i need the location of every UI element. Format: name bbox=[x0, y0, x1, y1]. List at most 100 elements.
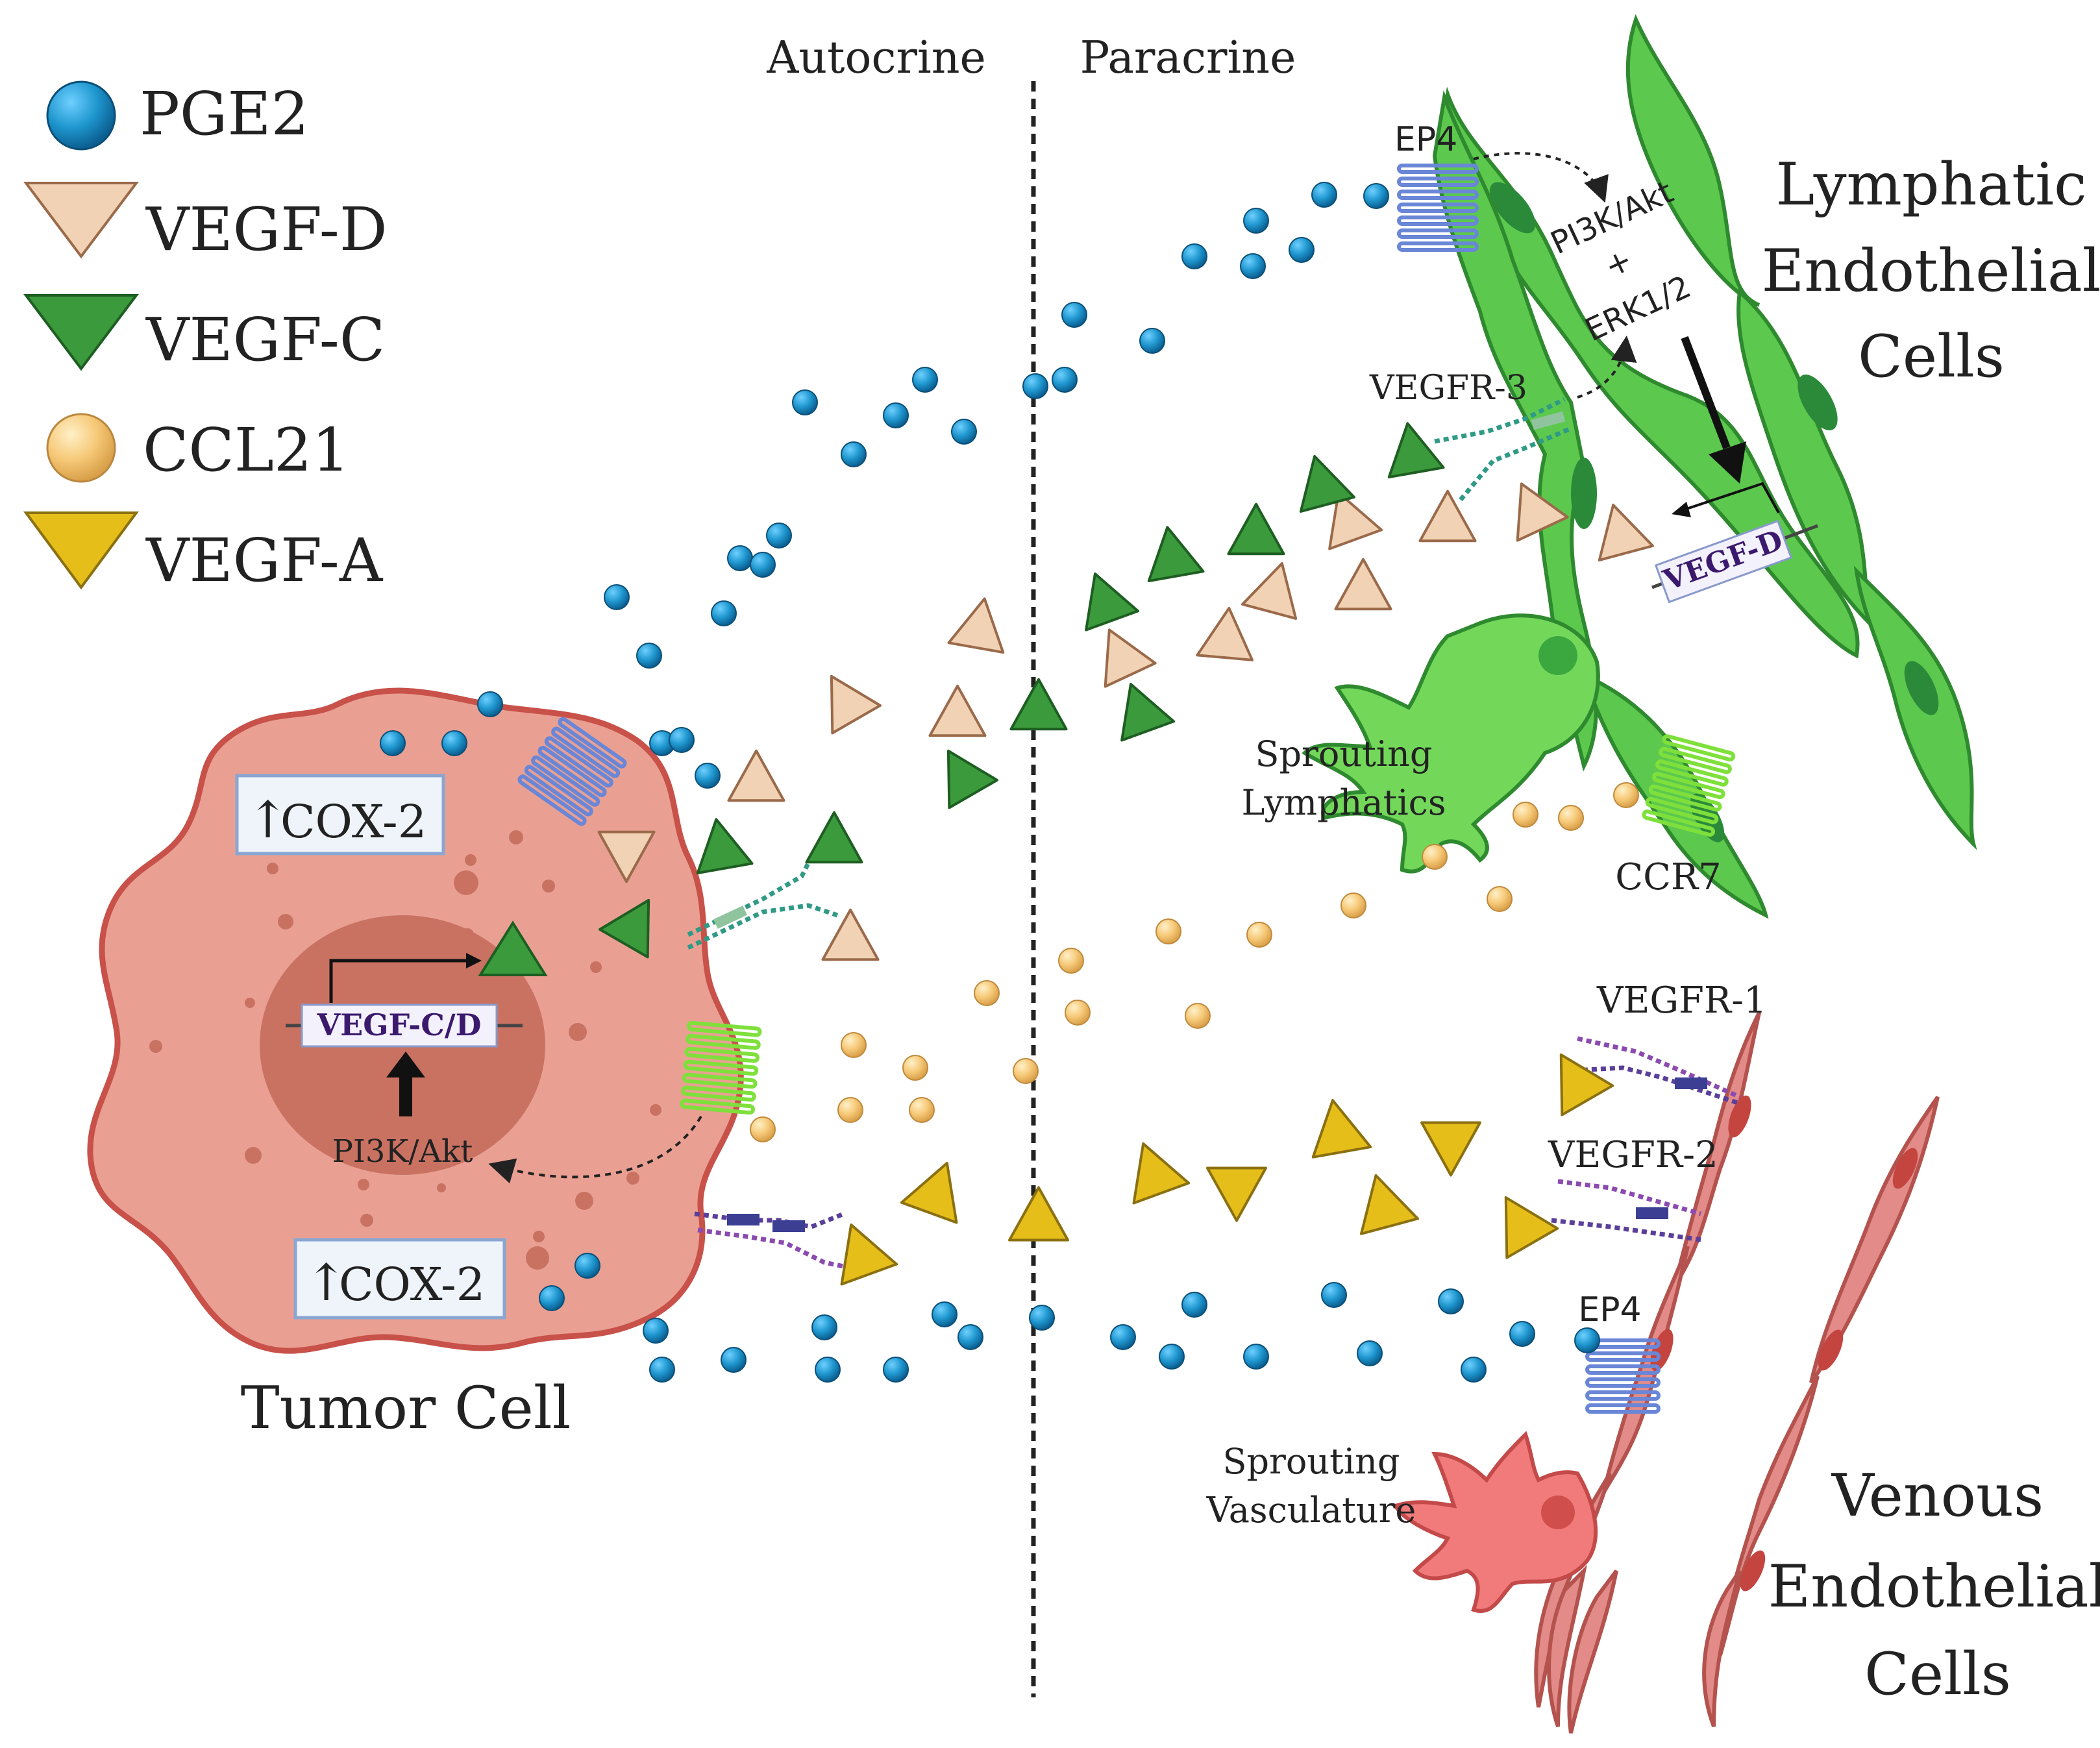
lymphatic-vegfr3-label: VEGFR-3 bbox=[1369, 369, 1527, 408]
ccl21-molecule bbox=[1185, 1003, 1211, 1029]
venous-ep4-label: EP4 bbox=[1578, 1290, 1641, 1329]
venous-ep4-receptor bbox=[1585, 1338, 1661, 1414]
lymphatic-ccr7-receptor bbox=[1642, 734, 1736, 837]
vegfd-triangle-icon bbox=[23, 182, 140, 259]
tumor-vegfr3-receptor bbox=[687, 856, 839, 950]
vegfa-molecule bbox=[1360, 1174, 1419, 1235]
legend-item-vegfa: VEGF-A bbox=[23, 511, 384, 595]
sprouting-lymphatics-line2: Lymphatics bbox=[1241, 782, 1446, 823]
vegfc-molecule bbox=[1009, 678, 1068, 731]
venous-title-line2: Endothelial bbox=[1768, 1553, 2100, 1621]
vegfa-molecule bbox=[1206, 1166, 1267, 1222]
lymphatic-ep4-label: EP4 bbox=[1394, 120, 1457, 159]
cox2-label-top: COX-2 bbox=[280, 795, 426, 848]
ccl21-molecule bbox=[909, 1097, 935, 1123]
lymphatic-title-line2: Endothelial bbox=[1762, 237, 2100, 305]
tumor-cell-label: Tumor Cell bbox=[241, 1374, 571, 1442]
legend: PGE2 VEGF-D VEGF-C CCL21 VEGF-A bbox=[23, 79, 388, 595]
lymphatic-cell-2 bbox=[1625, 14, 1760, 307]
venous-vegfr1-receptor bbox=[1564, 1036, 1741, 1106]
lymphatic-cell-4 bbox=[1853, 565, 1977, 850]
pge2-molecule bbox=[721, 1347, 747, 1373]
lymphatic-ep4-receptor bbox=[1397, 164, 1479, 252]
vegfd-molecule bbox=[1196, 606, 1254, 661]
lymphatic-title-line1: Lymphatic bbox=[1776, 151, 2087, 219]
pge2-molecule bbox=[441, 730, 467, 756]
autocrine-label: Autocrine bbox=[766, 32, 986, 84]
venous-title-line1: Venous bbox=[1831, 1462, 2044, 1530]
pge2-molecule bbox=[1052, 367, 1078, 393]
vegfd-molecule bbox=[1516, 482, 1569, 542]
tumor-upregulation-arrow bbox=[386, 1052, 425, 1116]
legend-item-pge2: PGE2 bbox=[46, 79, 309, 151]
vegfd-molecule bbox=[1334, 558, 1392, 611]
ccl21-molecule bbox=[1246, 922, 1272, 948]
sprouting-vascular-cell: Sprouting Vasculature bbox=[1206, 1431, 1598, 1613]
vegfc-molecule bbox=[1147, 526, 1205, 583]
pge2-molecule bbox=[380, 730, 406, 756]
venous-vessel bbox=[1534, 1011, 1940, 1734]
pge2-molecule bbox=[1022, 373, 1048, 399]
lymphatic-pathway-plus: + bbox=[1599, 241, 1638, 286]
ccl21-molecule bbox=[1155, 918, 1181, 944]
pge2-molecule bbox=[815, 1357, 841, 1383]
legend-label-ccl21: CCL21 bbox=[143, 415, 350, 485]
pge2-molecule bbox=[669, 727, 695, 753]
tumor-vegfr-receptor bbox=[694, 1211, 858, 1272]
vegfd-molecule bbox=[1104, 628, 1157, 688]
ccl21-molecule bbox=[841, 1032, 867, 1058]
pge2-molecule bbox=[1363, 183, 1389, 209]
ccl21-molecule bbox=[1613, 782, 1639, 808]
ccl21-molecule bbox=[1487, 886, 1513, 912]
pge2-molecule bbox=[1461, 1357, 1487, 1383]
pge2-molecule bbox=[1311, 182, 1337, 208]
tumor-cytoplasm-dots bbox=[149, 830, 661, 1270]
cox2-up-arrow-bottom: ↑ bbox=[305, 1254, 347, 1312]
tumor-transcription-arrow bbox=[329, 959, 467, 1003]
pge2-molecule bbox=[1243, 1344, 1269, 1370]
pge2-molecule bbox=[1574, 1327, 1600, 1353]
cox2-box-bottom bbox=[293, 1238, 506, 1320]
vegfc-molecule bbox=[696, 818, 754, 875]
lymphatic-gene-box bbox=[1654, 519, 1793, 604]
pge2-molecule bbox=[951, 419, 977, 445]
vegfc-molecules bbox=[599, 422, 1445, 959]
vegfc-molecule bbox=[1227, 502, 1285, 556]
ccl21-molecule bbox=[974, 980, 1000, 1006]
sprouting-vasculature-line1: Sprouting bbox=[1223, 1441, 1400, 1482]
pge2-molecule bbox=[727, 545, 753, 571]
pge2-molecules bbox=[380, 182, 1600, 1383]
lymphatic-title-line3: Cells bbox=[1858, 323, 2005, 391]
venous-cell-5 bbox=[1567, 1570, 1618, 1734]
ccl21-molecule bbox=[1340, 892, 1366, 918]
pge2-molecule bbox=[1438, 1288, 1464, 1314]
pge2-molecule bbox=[539, 1285, 565, 1311]
ccl21-molecule bbox=[1422, 844, 1448, 870]
venous-cell-2 bbox=[1601, 1245, 1690, 1494]
ccl21-sphere-icon bbox=[46, 413, 116, 483]
pge2-sphere-icon bbox=[46, 80, 116, 151]
ccl21-molecule bbox=[750, 1116, 776, 1142]
tumor-cell: VEGF-C/D PI3K/Akt ↑ COX-2 ↑ COX-2 Tumor … bbox=[87, 687, 744, 1442]
ccl21-molecule bbox=[1058, 948, 1084, 974]
pge2-molecule bbox=[649, 1357, 675, 1383]
lymphatic-cell-5 bbox=[1432, 90, 1598, 772]
lymphatic-upregulation-arrow bbox=[1681, 336, 1746, 484]
venous-vegfr2-receptor bbox=[1551, 1179, 1701, 1242]
pge2-molecule bbox=[1159, 1344, 1185, 1370]
venous-vegfr1-label: VEGFR-1 bbox=[1596, 979, 1767, 1022]
pge2-molecule bbox=[695, 763, 721, 789]
vegfd-molecule bbox=[1418, 489, 1477, 543]
vegfc-molecule bbox=[1299, 455, 1355, 513]
pge2-molecule bbox=[711, 600, 737, 626]
pge2-molecule bbox=[1243, 208, 1269, 234]
tumor-gene-box bbox=[301, 1003, 498, 1048]
pge2-molecule bbox=[1181, 243, 1207, 269]
pge2-molecule bbox=[792, 389, 818, 415]
ccl21-molecule bbox=[902, 1055, 928, 1081]
pge2-molecule bbox=[883, 402, 909, 428]
lymphatic-cell-1 bbox=[1444, 86, 1860, 659]
pge2-molecule bbox=[750, 552, 776, 578]
pge2-molecule bbox=[1321, 1282, 1347, 1308]
lymphatic-gene-label: VEGF-D bbox=[1659, 524, 1787, 598]
